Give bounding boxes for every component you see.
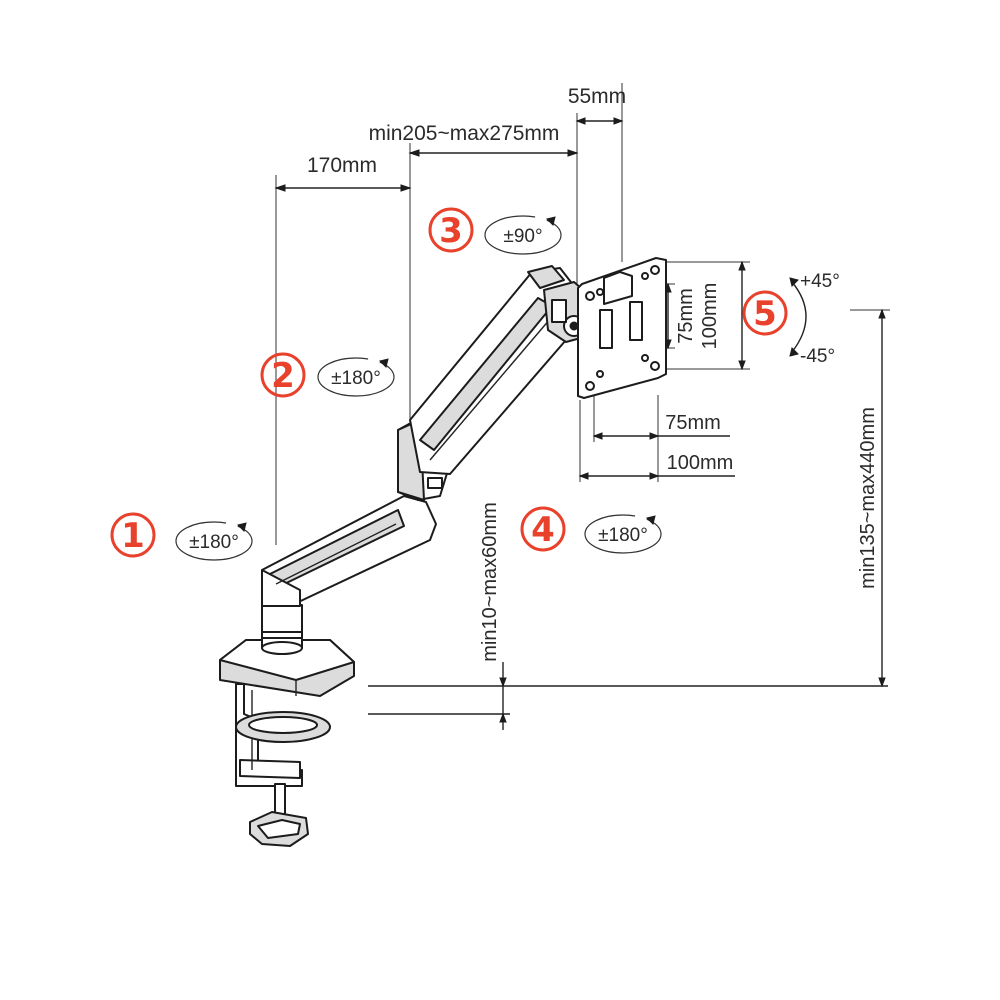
marker-5-ring <box>742 290 788 336</box>
dim-vesa-75-vertical: 75mm <box>675 288 697 344</box>
rotation-marker-5: 5 <box>753 294 777 334</box>
dim-vesa-75-horizontal: 75mm <box>665 412 721 434</box>
rotation-arrow-3 <box>484 215 562 255</box>
rotation-angle-2: ±180° <box>331 368 381 389</box>
marker-4-ring <box>520 506 566 552</box>
rotation-arrow-2 <box>317 357 395 397</box>
dim-vesa-100-vertical: 100mm <box>699 283 721 350</box>
rotation-arrow-4 <box>584 514 662 554</box>
tilt-arrow-5 <box>789 277 807 357</box>
lower-arm <box>261 495 437 607</box>
monitor-arm <box>219 257 667 847</box>
marker-3-ring <box>428 207 474 253</box>
vesa-plate <box>577 257 667 399</box>
dim-arm-second-segment: min205~max275mm <box>369 122 560 145</box>
rotation-marker-4: 4 <box>531 510 555 550</box>
upper-arm <box>409 265 575 475</box>
base-plate <box>219 639 355 697</box>
rotation-marker-3: 3 <box>439 211 463 251</box>
dim-arm-first-segment: 170mm <box>307 154 377 177</box>
rotation-angle-3: ±90° <box>503 226 542 247</box>
rotation-marker-1: 1 <box>121 516 145 556</box>
marker-2-ring <box>260 352 306 398</box>
tilt-down-angle: -45° <box>800 346 835 367</box>
rotation-marker-2: 2 <box>271 356 295 396</box>
desk-clamp <box>235 683 331 847</box>
pole <box>261 604 303 655</box>
dim-vesa-100-horizontal: 100mm <box>667 452 734 474</box>
marker-1-ring <box>110 512 156 558</box>
dim-height-range: min135~max440mm <box>857 407 879 589</box>
rotation-angle-4: ±180° <box>598 525 648 546</box>
dim-desk-thickness: min10~max60mm <box>479 502 501 662</box>
dimension-lines <box>274 83 890 730</box>
rotation-arrow-1 <box>175 521 253 561</box>
tilt-up-angle: +45° <box>800 271 840 292</box>
dim-tilt-head-offset: 55mm <box>568 85 626 108</box>
rotation-angle-1: ±180° <box>189 532 239 553</box>
